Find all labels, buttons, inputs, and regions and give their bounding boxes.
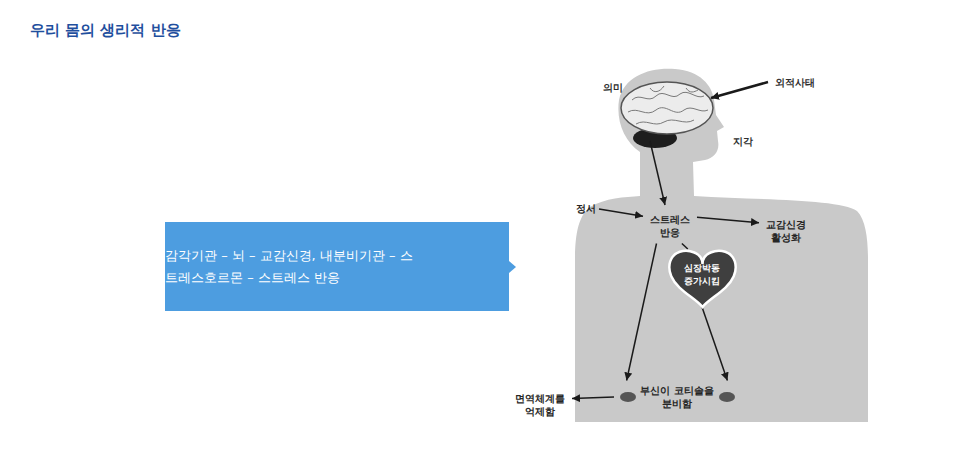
- node-text: 스트레스 반응: [647, 213, 693, 240]
- flow-arrow: [702, 307, 727, 381]
- flow-label: 부신이 코티솔을 분비함: [614, 381, 740, 414]
- heart-fill: [669, 251, 735, 307]
- body-label: 외적사태: [775, 76, 815, 90]
- node-text: 정서: [576, 202, 596, 216]
- node-text: 심장박동 증가시킴: [680, 262, 725, 288]
- adrenal-gland: [620, 392, 636, 402]
- brain-folds: [628, 86, 708, 124]
- arrow-line: [650, 141, 665, 205]
- flow-label: 정서: [573, 200, 599, 218]
- flow-arrow: [682, 244, 688, 250]
- adrenal-gland: [719, 392, 735, 402]
- flow-arrow: [697, 217, 759, 223]
- node-text: 교감신경 활성화: [763, 218, 809, 245]
- callout-box: 감각기관 – 뇌 – 교감신경, 내분비기관 – 스트레스호르몬 – 스트레스 …: [165, 222, 509, 311]
- node-text: 면역체계를 억제함: [512, 392, 568, 419]
- brain: [621, 82, 713, 134]
- node-text: 감각기관 – 뇌 – 교감신경, 내분비기관 – 스트레스호르몬 – 스트레스 …: [165, 245, 415, 289]
- arrow-line: [711, 82, 768, 98]
- flow-arrow: [627, 244, 657, 381]
- heart-shape: 심장박동 증가시킴: [667, 249, 738, 307]
- body-label: 의미: [603, 81, 623, 95]
- flow-label: 교감신경 활성화: [759, 215, 813, 248]
- flow-arrow: [599, 209, 643, 216]
- human-silhouette: [575, 69, 868, 422]
- page-title: 우리 몸의 생리적 반응: [30, 21, 181, 40]
- flow-label: 면역체계를 억제함: [508, 389, 572, 422]
- node-text: 부신이 코티솔을 분비함: [638, 384, 717, 411]
- stress-node: 스트레스 반응: [643, 209, 697, 244]
- body-label: 지각: [733, 135, 753, 149]
- flow-arrow: [572, 397, 614, 398]
